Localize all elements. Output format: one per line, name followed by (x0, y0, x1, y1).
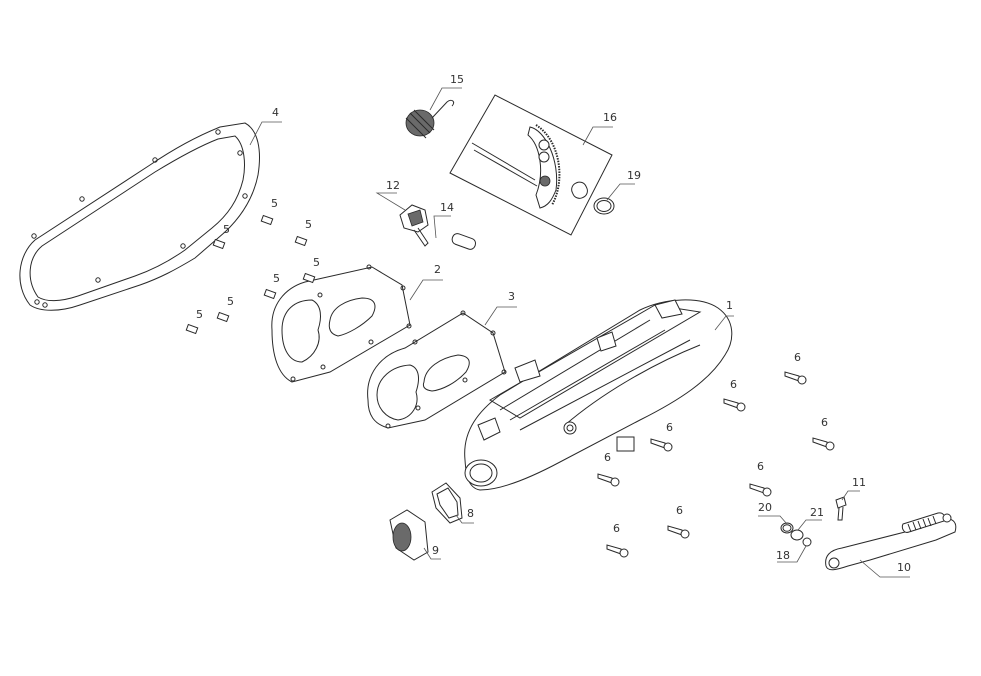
kick-pinion-gear-drawing (399, 204, 429, 247)
part-label-19: 19 (627, 169, 641, 182)
part-label-5: 5 (273, 272, 280, 285)
part-label-6: 6 (604, 451, 611, 464)
seal-ring-drawing (431, 482, 463, 524)
part-label-6: 6 (757, 460, 764, 473)
cover-gasket-outer-drawing (367, 310, 507, 429)
part-label-6: 6 (794, 351, 801, 364)
part-label-6: 6 (666, 421, 673, 434)
part-label-1: 1 (726, 299, 733, 312)
part-label-3: 3 (508, 290, 515, 303)
part-label-8: 8 (467, 507, 474, 520)
washer-19-drawing (593, 197, 615, 215)
part-label-5: 5 (313, 256, 320, 269)
part-label-5: 5 (196, 308, 203, 321)
part-label-16: 16 (603, 111, 617, 124)
part-label-5: 5 (223, 223, 230, 236)
part-label-11: 11 (852, 476, 866, 489)
bolts-drawing (185, 214, 835, 558)
part-label-9: 9 (432, 544, 439, 557)
part-label-14: 14 (440, 201, 454, 214)
lever-bolt-drawing (835, 496, 847, 521)
part-label-12: 12 (386, 179, 400, 192)
part-label-6: 6 (613, 522, 620, 535)
part-label-6: 6 (676, 504, 683, 517)
crankcase-cover-drawing (464, 299, 733, 491)
part-label-2: 2 (434, 263, 441, 276)
kick-shaft-assembly-drawing (449, 94, 613, 236)
part-label-20: 20 (758, 501, 772, 514)
leader-lines (249, 87, 910, 578)
part-label-5: 5 (305, 218, 312, 231)
part-label-4: 4 (272, 106, 279, 119)
outer-gasket-drawing (19, 122, 260, 311)
cover-gasket-inner-drawing (271, 264, 412, 383)
kick-start-lever-drawing (825, 512, 957, 571)
part-label-5: 5 (227, 295, 234, 308)
part-label-18: 18 (776, 549, 790, 562)
part-label-15: 15 (450, 73, 464, 86)
part-label-10: 10 (897, 561, 911, 574)
part-label-21: 21 (810, 506, 824, 519)
part-label-6: 6 (730, 378, 737, 391)
bearing-drawing (389, 509, 429, 561)
small-rings-drawing (780, 522, 812, 547)
pin-drawing (451, 233, 477, 250)
part-label-5: 5 (271, 197, 278, 210)
return-spring-drawing (405, 99, 455, 139)
part-label-6: 6 (821, 416, 828, 429)
